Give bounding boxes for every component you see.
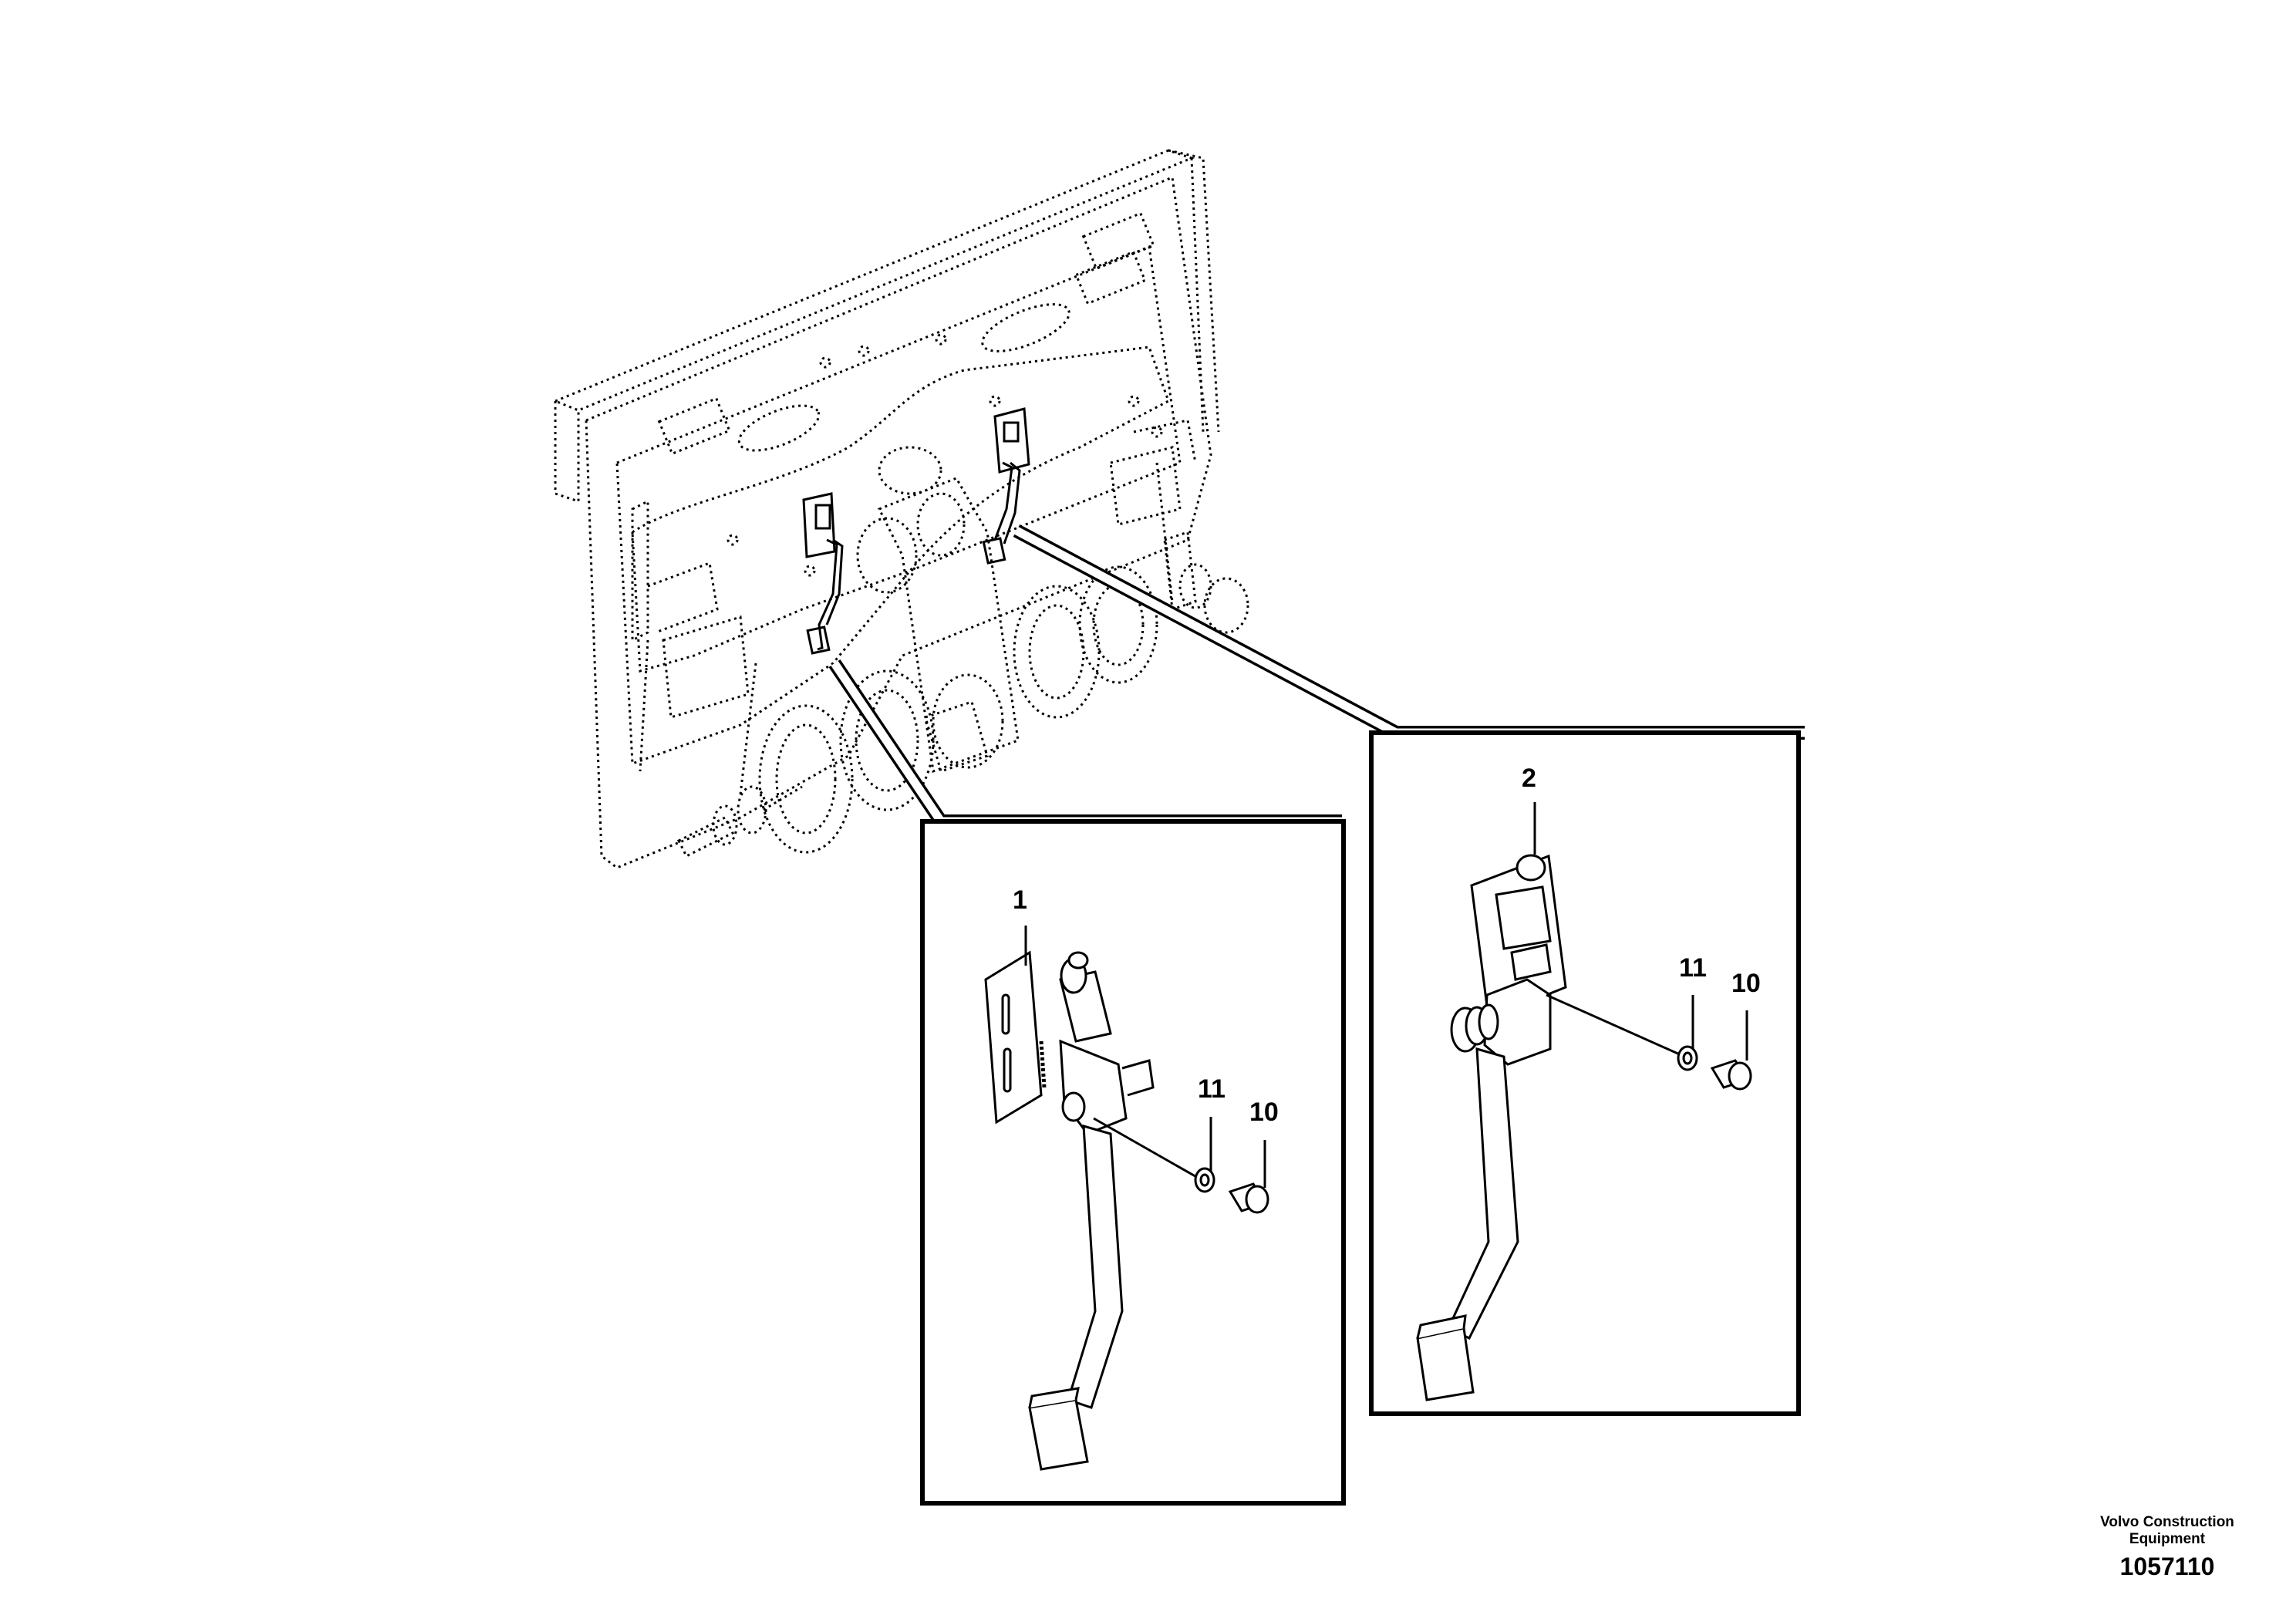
pedal-2-hardware (1533, 802, 1752, 1091)
detail-box-pedal-1 (920, 819, 1346, 1506)
pedal-1-hardware (1024, 926, 1269, 1214)
callout-11-right: 11 (1679, 953, 1707, 983)
callout-2: 2 (1522, 764, 1536, 793)
callout-1: 1 (1013, 885, 1027, 915)
cab-frame-phantom (551, 149, 1249, 869)
callout-10-right: 10 (1731, 969, 1761, 998)
callout-11-left: 11 (1198, 1074, 1226, 1104)
pedal-location-left (802, 492, 844, 655)
brake-pedal-1 (984, 950, 1155, 1471)
drawing-number: 1057110 (2119, 1553, 2215, 1580)
callout-10-left: 10 (1249, 1098, 1279, 1127)
company-name-line-2: Equipment (2129, 1531, 2206, 1547)
footer-brand: Volvo Construction Equipment 1057110 (2082, 1514, 2252, 1582)
brake-pedal-2 (1416, 854, 1567, 1401)
company-name-line-1: Volvo Construction (2100, 1514, 2234, 1530)
pedal-location-right (982, 407, 1030, 565)
